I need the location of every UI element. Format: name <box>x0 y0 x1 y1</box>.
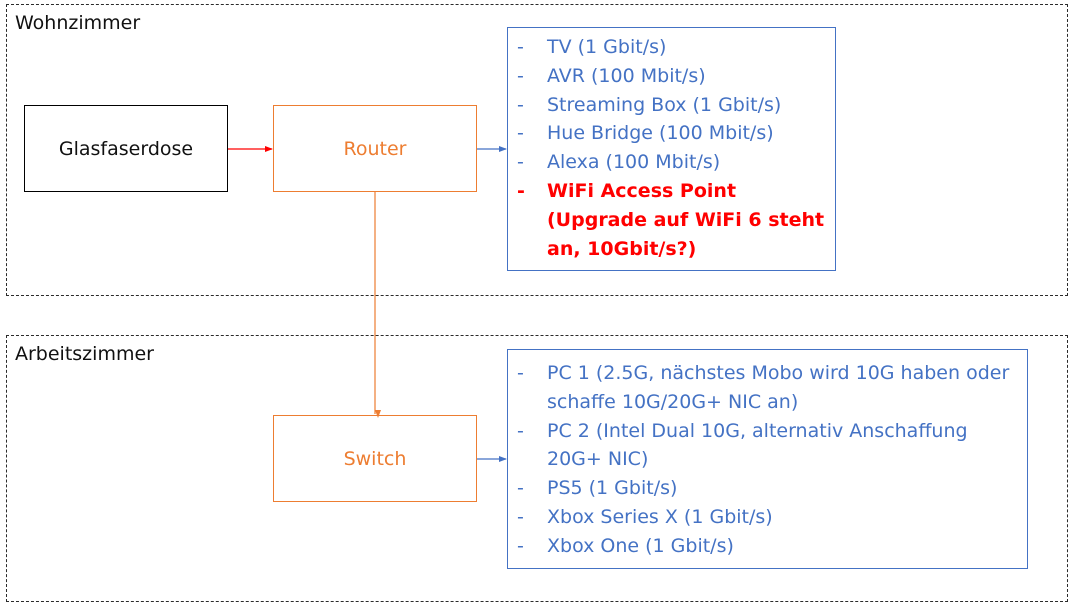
device-list-item: -Xbox One (1 Gbit/s) <box>508 532 1027 561</box>
device-list-item: -Alexa (100 Mbit/s) <box>508 148 835 177</box>
device-list-wohnzimmer: -TV (1 Gbit/s)-AVR (100 Mbit/s)-Streamin… <box>507 27 836 271</box>
device-list-items-wohnzimmer: -TV (1 Gbit/s)-AVR (100 Mbit/s)-Streamin… <box>508 33 835 263</box>
device-label: Xbox Series X (1 Gbit/s) <box>547 505 773 528</box>
list-bullet-dash: - <box>517 534 524 557</box>
node-label-switch: Switch <box>343 447 407 470</box>
node-label-glasfaserdose: Glasfaserdose <box>58 137 194 160</box>
device-list-item: -Streaming Box (1 Gbit/s) <box>508 91 835 120</box>
zone-label-wohnzimmer: Wohnzimmer <box>15 12 141 34</box>
list-bullet-dash: - <box>517 93 524 116</box>
list-bullet-dash: - <box>517 179 525 202</box>
device-label: TV (1 Gbit/s) <box>547 36 667 58</box>
device-label: Alexa (100 Mbit/s) <box>547 151 721 174</box>
device-label: Hue Bridge (100 Mbit/s) <box>547 122 774 145</box>
list-bullet-dash: - <box>517 122 524 145</box>
device-list-item: - PC 1 (2.5G, nächstes Mobo wird 10G habe… <box>508 359 1027 417</box>
device-list-item: -PC 2 (Intel Dual 10G, alternativ Anscha… <box>508 417 1027 475</box>
device-label: AVR (100 Mbit/s) <box>547 64 706 87</box>
device-label: WiFi Access Point (Upgrade auf WiFi 6 st… <box>547 179 825 260</box>
device-list-item: -Xbox Series X (1 Gbit/s) <box>508 503 1027 532</box>
device-list-item: -WiFi Access Point (Upgrade auf WiFi 6 s… <box>508 177 835 263</box>
list-bullet-dash: - <box>517 36 524 58</box>
list-bullet-dash: - <box>517 362 524 384</box>
device-label: Streaming Box (1 Gbit/s) <box>547 93 782 116</box>
list-bullet-dash: - <box>517 477 524 500</box>
node-glasfaserdose: Glasfaserdose <box>24 105 228 192</box>
device-list-item: - TV (1 Gbit/s) <box>508 33 835 62</box>
node-switch: Switch <box>273 415 477 502</box>
device-list-arbeitszimmer: -PC 1 (2.5G, nächstes Mobo wird 10G habe… <box>507 349 1028 569</box>
list-bullet-dash: - <box>517 151 524 174</box>
device-label: PC 1 (2.5G, nächstes Mobo wird 10G haben… <box>547 362 1010 413</box>
node-router: Router <box>273 105 477 192</box>
list-bullet-dash: - <box>517 505 524 528</box>
list-bullet-dash: - <box>517 419 524 442</box>
device-label: PC 2 (Intel Dual 10G, alternativ Anschaf… <box>547 419 968 471</box>
device-list-items-arbeitszimmer: -PC 1 (2.5G, nächstes Mobo wird 10G habe… <box>508 359 1027 561</box>
device-list-item: -PS5 (1 Gbit/s) <box>508 474 1027 503</box>
node-label-router: Router <box>343 137 407 160</box>
device-label: Xbox One (1 Gbit/s) <box>547 534 734 557</box>
list-bullet-dash: - <box>517 64 524 87</box>
device-list-item: -Hue Bridge (100 Mbit/s) <box>508 119 835 148</box>
device-list-item: -AVR (100 Mbit/s) <box>508 62 835 91</box>
zone-label-arbeitszimmer: Arbeitszimmer <box>15 343 154 365</box>
device-label: PS5 (1 Gbit/s) <box>547 477 678 500</box>
